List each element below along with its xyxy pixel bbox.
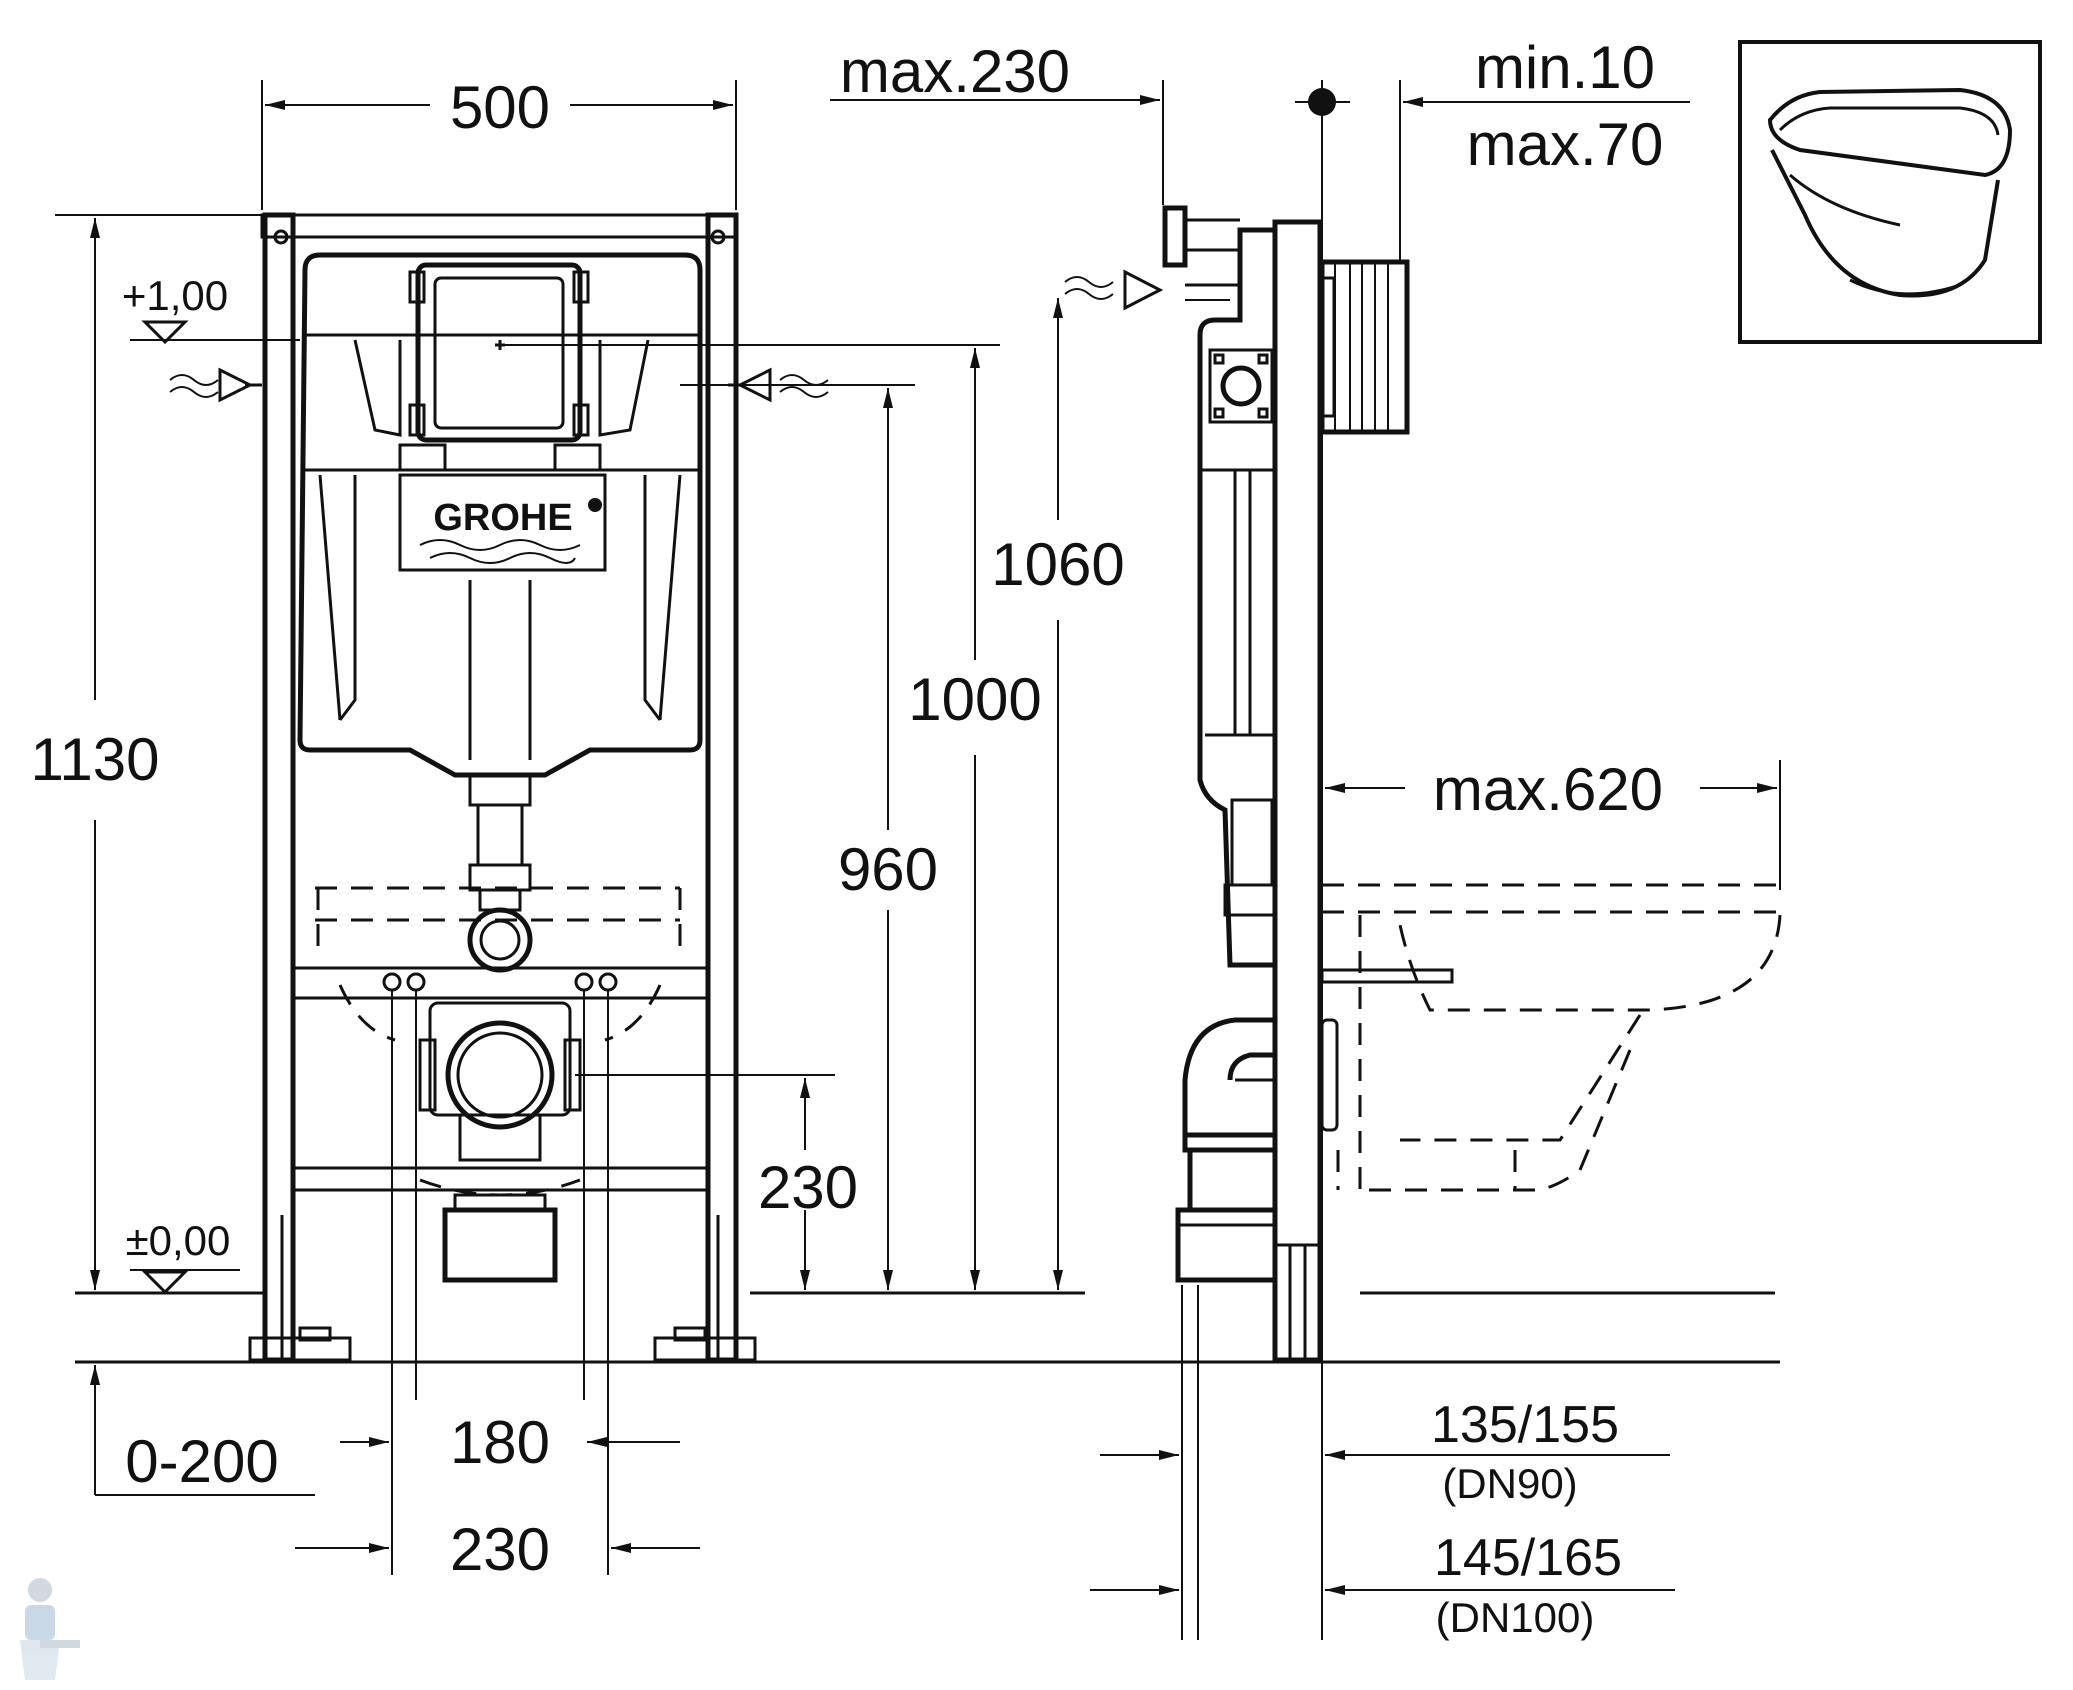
dim-960: 960	[838, 836, 938, 903]
drain-elbow	[442, 1207, 558, 1283]
dim-max-70: max.70	[1467, 111, 1664, 178]
cistern-body	[297, 252, 703, 778]
drain-connection	[445, 1020, 555, 1130]
dim-0-200: 0-200	[125, 1428, 278, 1495]
side-valve	[1220, 365, 1262, 407]
side-drain-pipe	[1175, 1207, 1278, 1283]
dim-min-10: min.10	[1475, 34, 1655, 101]
cross-bar-lower	[291, 1166, 710, 1192]
cross-bar-upper	[291, 966, 710, 1000]
side-dimensions: max.230 min.10 max.70 max.620 135/155 (D…	[830, 34, 1781, 1641]
dn90-label: (DN90)	[1442, 1460, 1577, 1507]
brand-logo: GROHE	[433, 497, 572, 539]
level-plus-label: +1,00	[122, 272, 228, 319]
front-dimensions: 500 1130 +1,00 ±0,00 1060 1000 960 230	[30, 74, 1124, 1583]
flush-plate	[415, 262, 583, 443]
dim-500: 500	[450, 74, 550, 141]
frame-right-post	[705, 212, 739, 1363]
bowl-outline-dashed	[1320, 883, 1785, 1192]
plumber-logo-icon	[20, 1578, 80, 1680]
brand-plate	[398, 473, 607, 572]
dim-1000: 1000	[908, 666, 1041, 733]
dn100-label: (DN100)	[1436, 1594, 1595, 1641]
frame-top-bar	[260, 213, 738, 239]
wall-hung-toilet-icon	[1738, 40, 2042, 344]
dim-180: 180	[450, 1409, 550, 1476]
frame-left-post	[262, 212, 296, 1363]
side-frame-post	[1272, 219, 1323, 1363]
side-view	[1064, 80, 1785, 1640]
dim-1130: 1130	[30, 726, 159, 793]
level-zero-label: ±0,00	[126, 1217, 231, 1264]
dim-1060: 1060	[991, 531, 1124, 598]
front-view: GROHE	[75, 212, 1780, 1500]
dim-230-width: 230	[450, 1516, 550, 1583]
dim-max-230: max.230	[840, 38, 1070, 105]
dim-max-620: max.620	[1433, 756, 1663, 823]
dim-230-height: 230	[758, 1154, 858, 1221]
dim-145-165: 145/165	[1434, 1529, 1622, 1587]
dim-135-155: 135/155	[1431, 1396, 1619, 1454]
